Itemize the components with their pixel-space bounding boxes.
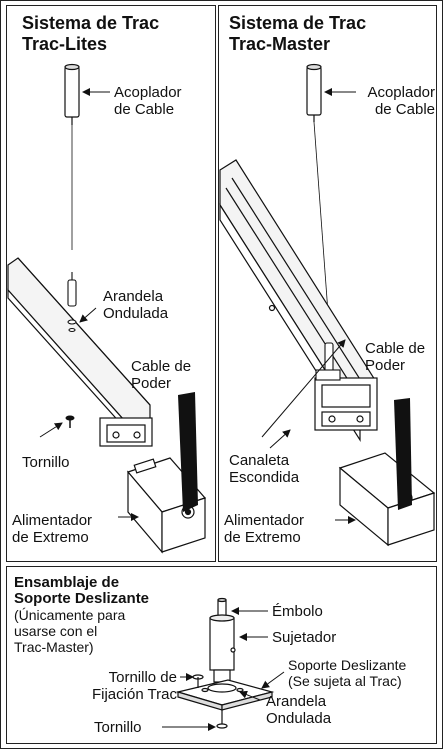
trac-lites-coupler-line1: Acoplador xyxy=(114,84,182,101)
trac-master-coupler-line2: de Cable xyxy=(374,101,435,118)
slide-bracket-note-line1: (Únicamente para xyxy=(14,607,126,623)
wave-washer-label: Arandela Ondulada xyxy=(266,693,331,727)
trac-lites-coupler-label: Acoplador de Cable xyxy=(114,84,182,118)
slide-bracket-label: Soporte Deslizante (Se sujeta al Trac) xyxy=(288,657,406,689)
plunger-label: Émbolo xyxy=(272,603,323,620)
slide-bracket-line1: Soporte Deslizante xyxy=(288,657,407,673)
holder-label: Sujetador xyxy=(272,629,337,646)
slide-bracket-note: (Únicamente para usarse con el Trac-Mast… xyxy=(14,607,125,655)
trac-master-end-feed-line2: de Extremo xyxy=(224,529,301,546)
trac-master-power-cable-line2: Poder xyxy=(365,357,406,374)
trac-master-power-cable-line1: Cable de xyxy=(365,340,426,357)
trac-set-screw-line2: Fijación Trac xyxy=(91,686,177,703)
wave-washer-line1: Arandela xyxy=(266,693,327,710)
trac-lites-title: Sistema de Trac Trac-Lites xyxy=(22,13,159,55)
trac-master-panel xyxy=(218,5,437,562)
trac-master-title-line2: Trac-Master xyxy=(229,34,331,54)
trac-master-hidden-channel-line2: Escondida xyxy=(229,469,300,486)
trac-lites-title-line1: Sistema de Trac xyxy=(22,13,160,33)
trac-lites-power-cable-line1: Cable de xyxy=(131,358,192,375)
trac-master-coupler-label: Acoplador de Cable xyxy=(367,84,435,118)
trac-set-screw-label: Tornillo de Fijación Trac xyxy=(92,669,177,703)
trac-lites-washer-line1: Arandela xyxy=(103,288,164,305)
trac-master-hidden-channel-label: Canaleta Escondida xyxy=(229,452,299,486)
trac-master-end-feed-line1: Alimentador xyxy=(224,512,305,529)
slide-bracket-title-line1: Ensamblaje de xyxy=(14,574,120,591)
trac-master-end-feed-label: Alimentador de Extremo xyxy=(224,512,304,546)
trac-set-screw-line1: Tornillo de xyxy=(108,669,177,686)
trac-master-coupler-line1: Acoplador xyxy=(367,84,435,101)
trac-master-hidden-channel-line1: Canaleta xyxy=(229,452,290,469)
trac-lites-panel xyxy=(6,5,216,562)
slide-bracket-title-line2: Soporte Deslizante xyxy=(14,590,150,607)
trac-lites-end-feed-label: Alimentador de Extremo xyxy=(12,512,92,546)
trac-lites-coupler-line2: de Cable xyxy=(114,101,175,118)
trac-master-power-cable-label: Cable de Poder xyxy=(365,340,425,374)
soporte-deslizante-panel xyxy=(6,566,437,744)
trac-lites-washer-label: Arandela Ondulada xyxy=(103,288,168,322)
wave-washer-line2: Ondulada xyxy=(266,710,332,727)
slide-bracket-title: Ensamblaje de Soporte Deslizante xyxy=(14,575,149,607)
bracket-screw-label: Tornillo xyxy=(94,719,142,736)
slide-bracket-note-line2: usarse con el xyxy=(14,623,98,639)
slide-bracket-note-line3: Trac-Master) xyxy=(14,639,94,655)
trac-lites-power-cable-line2: Poder xyxy=(131,375,172,392)
trac-lites-screw-label: Tornillo xyxy=(22,454,70,471)
slide-bracket-line2: (Se sujeta al Trac) xyxy=(288,673,402,689)
trac-lites-title-line2: Trac-Lites xyxy=(22,34,108,54)
trac-lites-end-feed-line2: de Extremo xyxy=(12,529,89,546)
trac-lites-end-feed-line1: Alimentador xyxy=(12,512,93,529)
trac-lites-power-cable-label: Cable de Poder xyxy=(131,358,191,392)
trac-master-title-line1: Sistema de Trac xyxy=(229,13,367,33)
trac-master-title: Sistema de Trac Trac-Master xyxy=(229,13,366,55)
trac-lites-washer-line2: Ondulada xyxy=(103,305,169,322)
